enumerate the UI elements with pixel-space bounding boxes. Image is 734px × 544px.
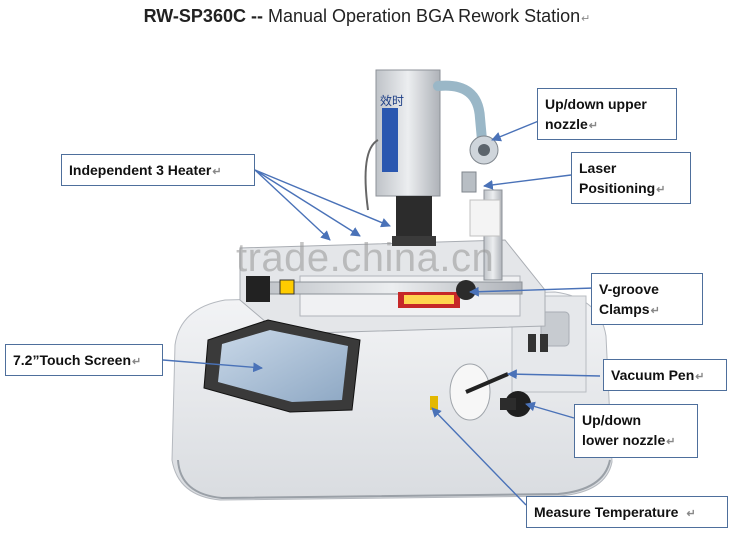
- callout-touch-line1: 7.2”Touch Screen↵: [13, 352, 142, 368]
- callout-clamps-line2: Clamps↵: [599, 301, 660, 317]
- switch-2: [540, 334, 548, 352]
- callout-vacuum: Vacuum Pen↵: [603, 359, 727, 391]
- title-rest: Manual Operation BGA Rework Station: [262, 6, 581, 26]
- touch-screen-display: [218, 330, 348, 402]
- callout-clamps: V-groove Clamps↵: [591, 273, 703, 325]
- callout-laser-line2: Positioning↵: [579, 180, 666, 196]
- upper-nozzle: [396, 196, 432, 240]
- callout-lower-nozzle-line1: Up/down: [582, 412, 642, 428]
- callout-measure-line1: Measure Temperature↵: [534, 504, 696, 520]
- callout-lower-nozzle: Up/down lower nozzle↵: [574, 404, 698, 458]
- callout-upper-nozzle-line2: nozzle↵: [545, 116, 598, 132]
- page-title: RW-SP360C -- Manual Operation BGA Rework…: [0, 6, 734, 27]
- callout-upper-nozzle-line1: Up/down upper: [545, 96, 647, 112]
- temp-port: [430, 396, 438, 410]
- callout-vacuum-line1: Vacuum Pen↵: [611, 367, 705, 383]
- switch-1: [528, 334, 536, 352]
- lower-nozzle-knob: [505, 391, 531, 417]
- callout-laser-line1: Laser: [579, 160, 617, 176]
- title-model: RW-SP360C --: [143, 6, 263, 26]
- callout-clamps-line1: V-groove: [599, 281, 659, 297]
- air-hose: [433, 80, 487, 145]
- clamp-knob: [456, 280, 476, 300]
- device-logo: 效时: [380, 94, 405, 108]
- callout-upper-nozzle: Up/down upper nozzle↵: [537, 88, 677, 140]
- callout-heater-line1: Independent 3 Heater↵: [69, 162, 222, 178]
- watermark: trade.china.cn: [236, 236, 495, 280]
- callout-heater: Independent 3 Heater↵: [61, 154, 255, 186]
- title-return-mark: ↵: [581, 13, 591, 25]
- callout-touch-screen: 7.2”Touch Screen↵: [5, 344, 163, 376]
- callout-measure: Measure Temperature↵: [526, 496, 728, 528]
- callout-laser: Laser Positioning↵: [571, 152, 691, 204]
- callout-lower-nozzle-line2: lower nozzle↵: [582, 432, 676, 448]
